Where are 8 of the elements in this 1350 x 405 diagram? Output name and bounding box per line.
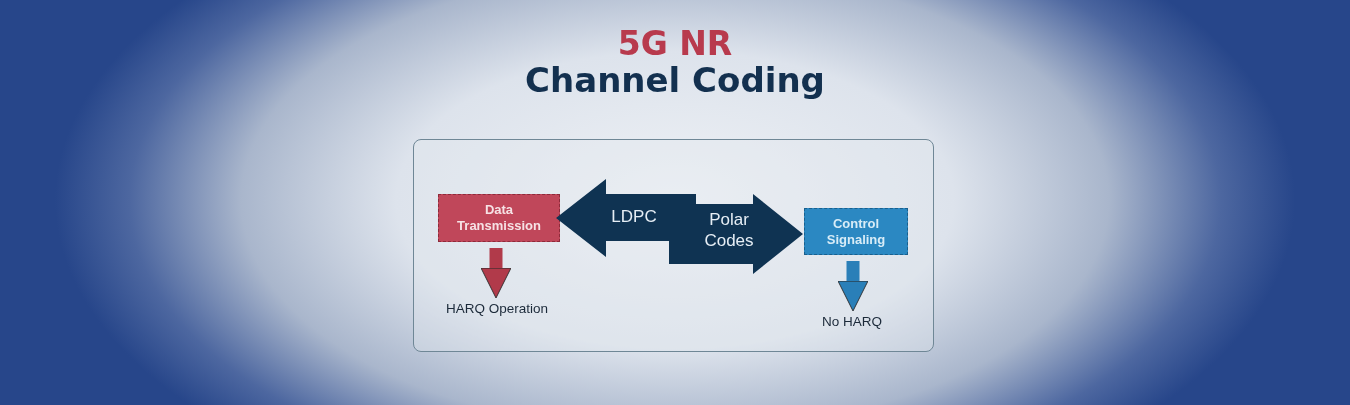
right-arrow-shape: Polar Codes — [669, 194, 803, 274]
process-box: Control Signaling — [804, 208, 908, 255]
text-label: No HARQ — [822, 314, 882, 329]
diagram-panel — [413, 139, 934, 352]
down-arrow — [480, 248, 512, 299]
down-arrow — [837, 261, 869, 312]
text-label: HARQ Operation — [445, 301, 548, 316]
process-box: Data Transmission — [438, 194, 560, 242]
